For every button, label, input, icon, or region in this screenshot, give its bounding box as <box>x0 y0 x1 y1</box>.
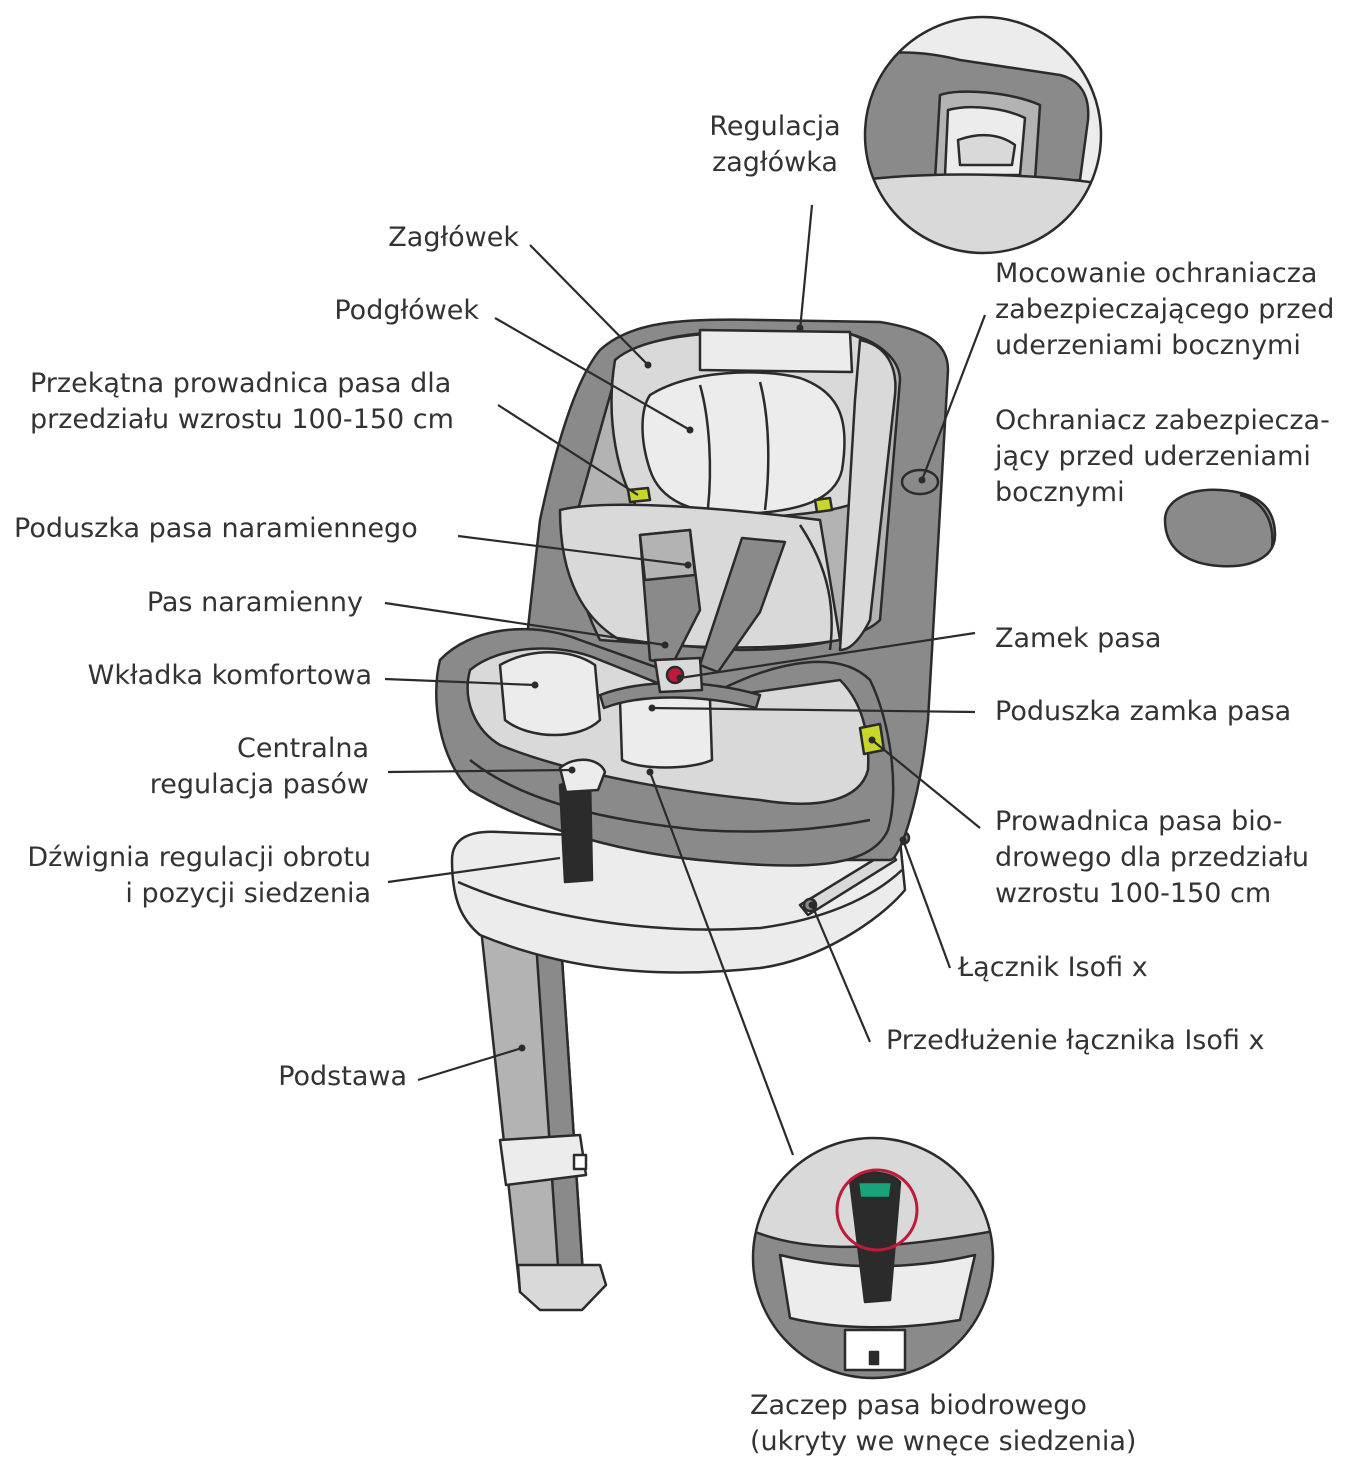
leader-dots <box>518 324 926 1052</box>
leader-shoulder-belt <box>384 601 666 647</box>
label-buckle-pad: Poduszka zamka pasa <box>995 696 1292 727</box>
leader-lines <box>384 204 987 1156</box>
label-side-protector: Ochraniacz zabezpiecza- jący przed uderz… <box>995 405 1330 508</box>
label-buckle: Zamek pasa <box>995 623 1162 654</box>
label-lap-hook: Zaczep pasa biodrowego (ukryty we wnęce … <box>750 1390 1137 1457</box>
side-protector-part <box>1163 488 1277 568</box>
leader-diagonal-guide <box>497 404 639 496</box>
harness <box>558 528 787 884</box>
leader-buckle <box>679 631 976 680</box>
leader-buckle-pad <box>651 706 976 714</box>
label-diagonal-guide: Przekątna prowadnica pasa dla przedziału… <box>30 368 454 435</box>
label-isofix-ext: Przedłużenie łącznika Isofi x <box>886 1025 1265 1056</box>
label-rotation-lever: Dźwignia regulacji obrotu i pozycji sied… <box>27 842 371 909</box>
leader-head-pillow <box>494 317 691 431</box>
leader-lap-hook <box>648 771 795 1156</box>
leader-isofix-ext <box>810 904 872 1043</box>
label-base: Podstawa <box>278 1061 407 1092</box>
leader-headrest <box>529 244 649 366</box>
leader-lap-guide <box>871 739 981 829</box>
label-lap-guide: Prowadnica pasa bio- drowego dla przedzi… <box>995 806 1310 909</box>
leader-rotation-lever <box>387 856 561 884</box>
label-head-pillow: Podgłówek <box>334 295 479 326</box>
leader-comfort-insert <box>384 677 536 687</box>
leader-shoulder-pad <box>457 534 689 567</box>
leader-isofix <box>901 839 952 969</box>
label-shoulder-pad: Poduszka pasa naramiennego <box>14 513 418 544</box>
leader-side-protector-mount <box>920 314 987 481</box>
label-shoulder-belt: Pas naramienny <box>146 587 363 618</box>
lap-hook-detail <box>751 1136 995 1380</box>
label-isofix: Łącznik Isofi x <box>958 952 1148 983</box>
label-headrest: Zagłówek <box>388 222 519 253</box>
leader-central-adjust <box>387 768 573 774</box>
leader-headrest-adjust <box>798 204 814 331</box>
label-headrest-adjust: Regulacja zagłówka <box>709 111 841 178</box>
label-side-protector-mount: Mocowanie ochraniacza zabezpieczającego … <box>995 258 1335 361</box>
label-central-adjust: Centralna regulacja pasów <box>149 733 369 800</box>
headrest-adjust-detail <box>863 15 1103 255</box>
label-comfort-insert: Wkładka komfortowa <box>87 660 372 691</box>
leader-base <box>417 1046 523 1082</box>
